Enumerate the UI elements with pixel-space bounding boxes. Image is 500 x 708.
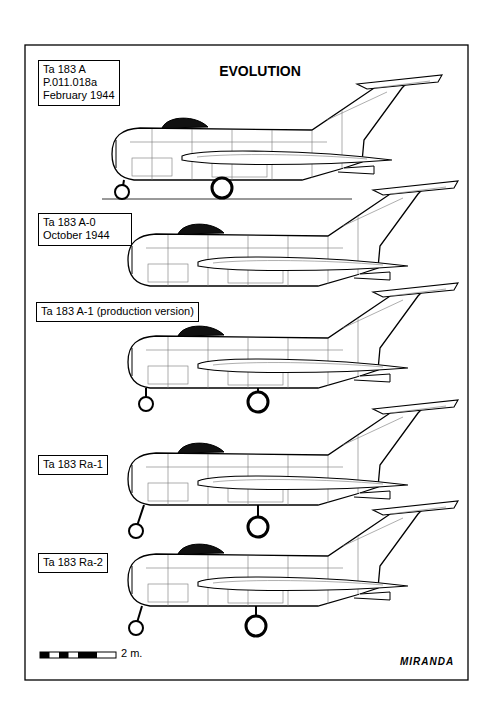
variant-label: Ta 183 Ra-2: [43, 556, 103, 569]
variant-label-box: Ta 183 A-1 (production version): [36, 302, 199, 322]
variant-label-box: Ta 183 Ra-1: [38, 455, 108, 475]
variant-label-box: Ta 183 A-0 October 1944: [38, 213, 132, 246]
scale-label: 2 m.: [121, 647, 142, 659]
frame: [25, 45, 468, 680]
variant-label: Ta 183 A-1 (production version): [41, 305, 194, 318]
variant-label: Ta 183 Ra-1: [43, 458, 103, 471]
aircraft-ta183a: [102, 75, 442, 199]
variant-label: Ta 183 A-0 October 1944: [43, 216, 127, 242]
aircraft-ta183a0: [128, 181, 458, 286]
scale-bar: [40, 652, 116, 658]
variant-label-box: Ta 183 Ra-2: [38, 553, 108, 573]
signature: MIRANDA: [400, 656, 454, 667]
variant-label-box: Ta 183 A P.011.018a February 1944: [38, 60, 120, 106]
variant-label: Ta 183 A P.011.018a February 1944: [43, 63, 115, 103]
aircraft-ta183ra2: [128, 501, 458, 636]
